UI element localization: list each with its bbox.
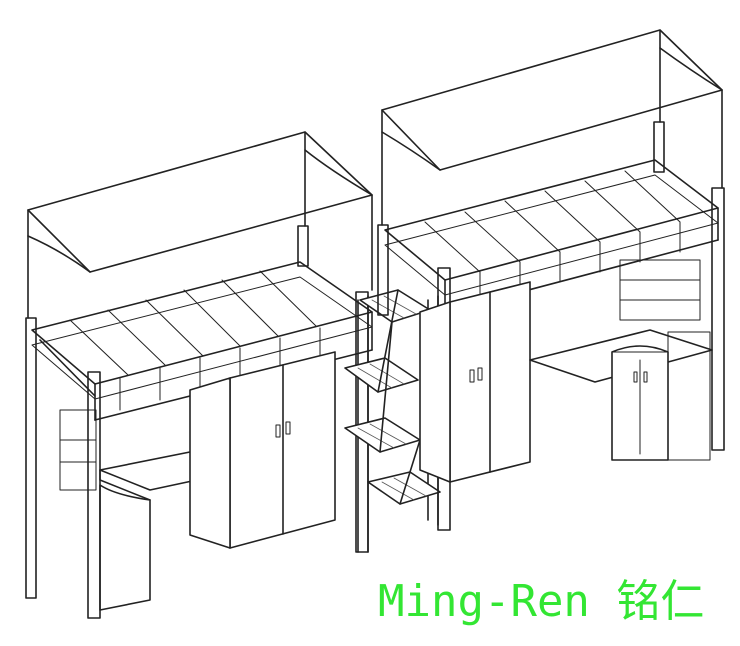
right-bed-rails (384, 159, 719, 313)
right-desk (529, 259, 713, 461)
right-bed-posts (377, 121, 725, 531)
left-canopy-frame (27, 131, 373, 319)
right-loft-bed (377, 29, 725, 531)
right-wardrobe (419, 281, 531, 483)
left-wardrobe (189, 351, 336, 549)
left-bed-rails (31, 261, 373, 421)
right-canopy-frame (381, 29, 723, 226)
brand-watermark: Ming-Ren 铭仁 (378, 576, 705, 627)
left-loft-bed (25, 131, 373, 619)
